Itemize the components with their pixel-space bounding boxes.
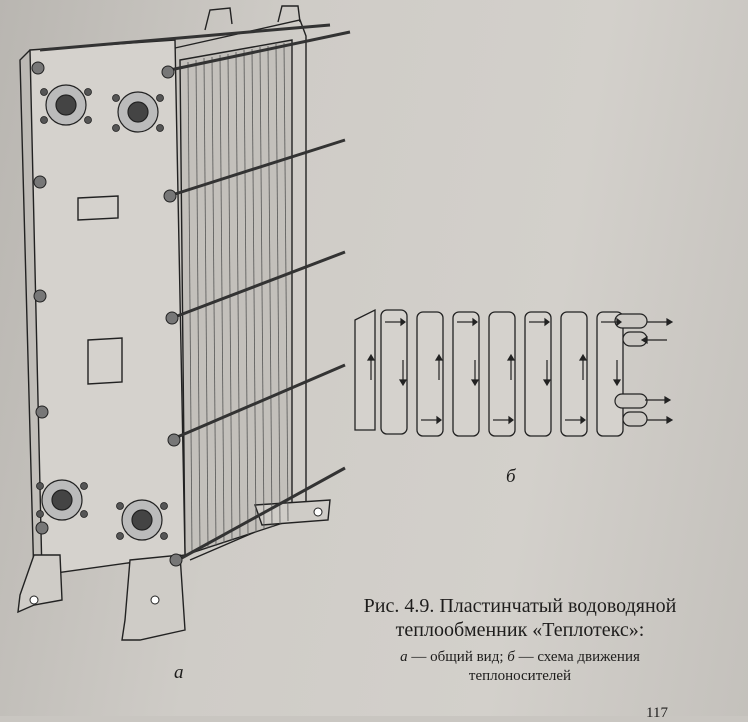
caption-subline-1: а — общий вид; б — схема движения (330, 648, 710, 667)
figure-label-a: а (174, 662, 184, 683)
caption-part-b: б (507, 649, 515, 665)
flow-scheme-diagram (354, 308, 674, 437)
figure-caption: Рис. 4.9. Пластинчатый водоводяной тепло… (330, 594, 710, 686)
caption-subline-2: теплоносителей (468, 668, 572, 684)
caption-line-2: теплообменник «Теплотекс»: (395, 619, 645, 641)
caption-line-1: Рис. 4.9. Пластинчатый водоводяной (363, 595, 677, 617)
page-number: 117 (646, 705, 668, 721)
caption-part-a-text: — общий вид; (407, 649, 508, 665)
figure-label-b: б (506, 466, 516, 487)
caption-part-b-text: — схема движения (514, 649, 640, 665)
caption-part-a: а (400, 649, 408, 665)
heat-exchanger-drawing (17, 5, 351, 641)
